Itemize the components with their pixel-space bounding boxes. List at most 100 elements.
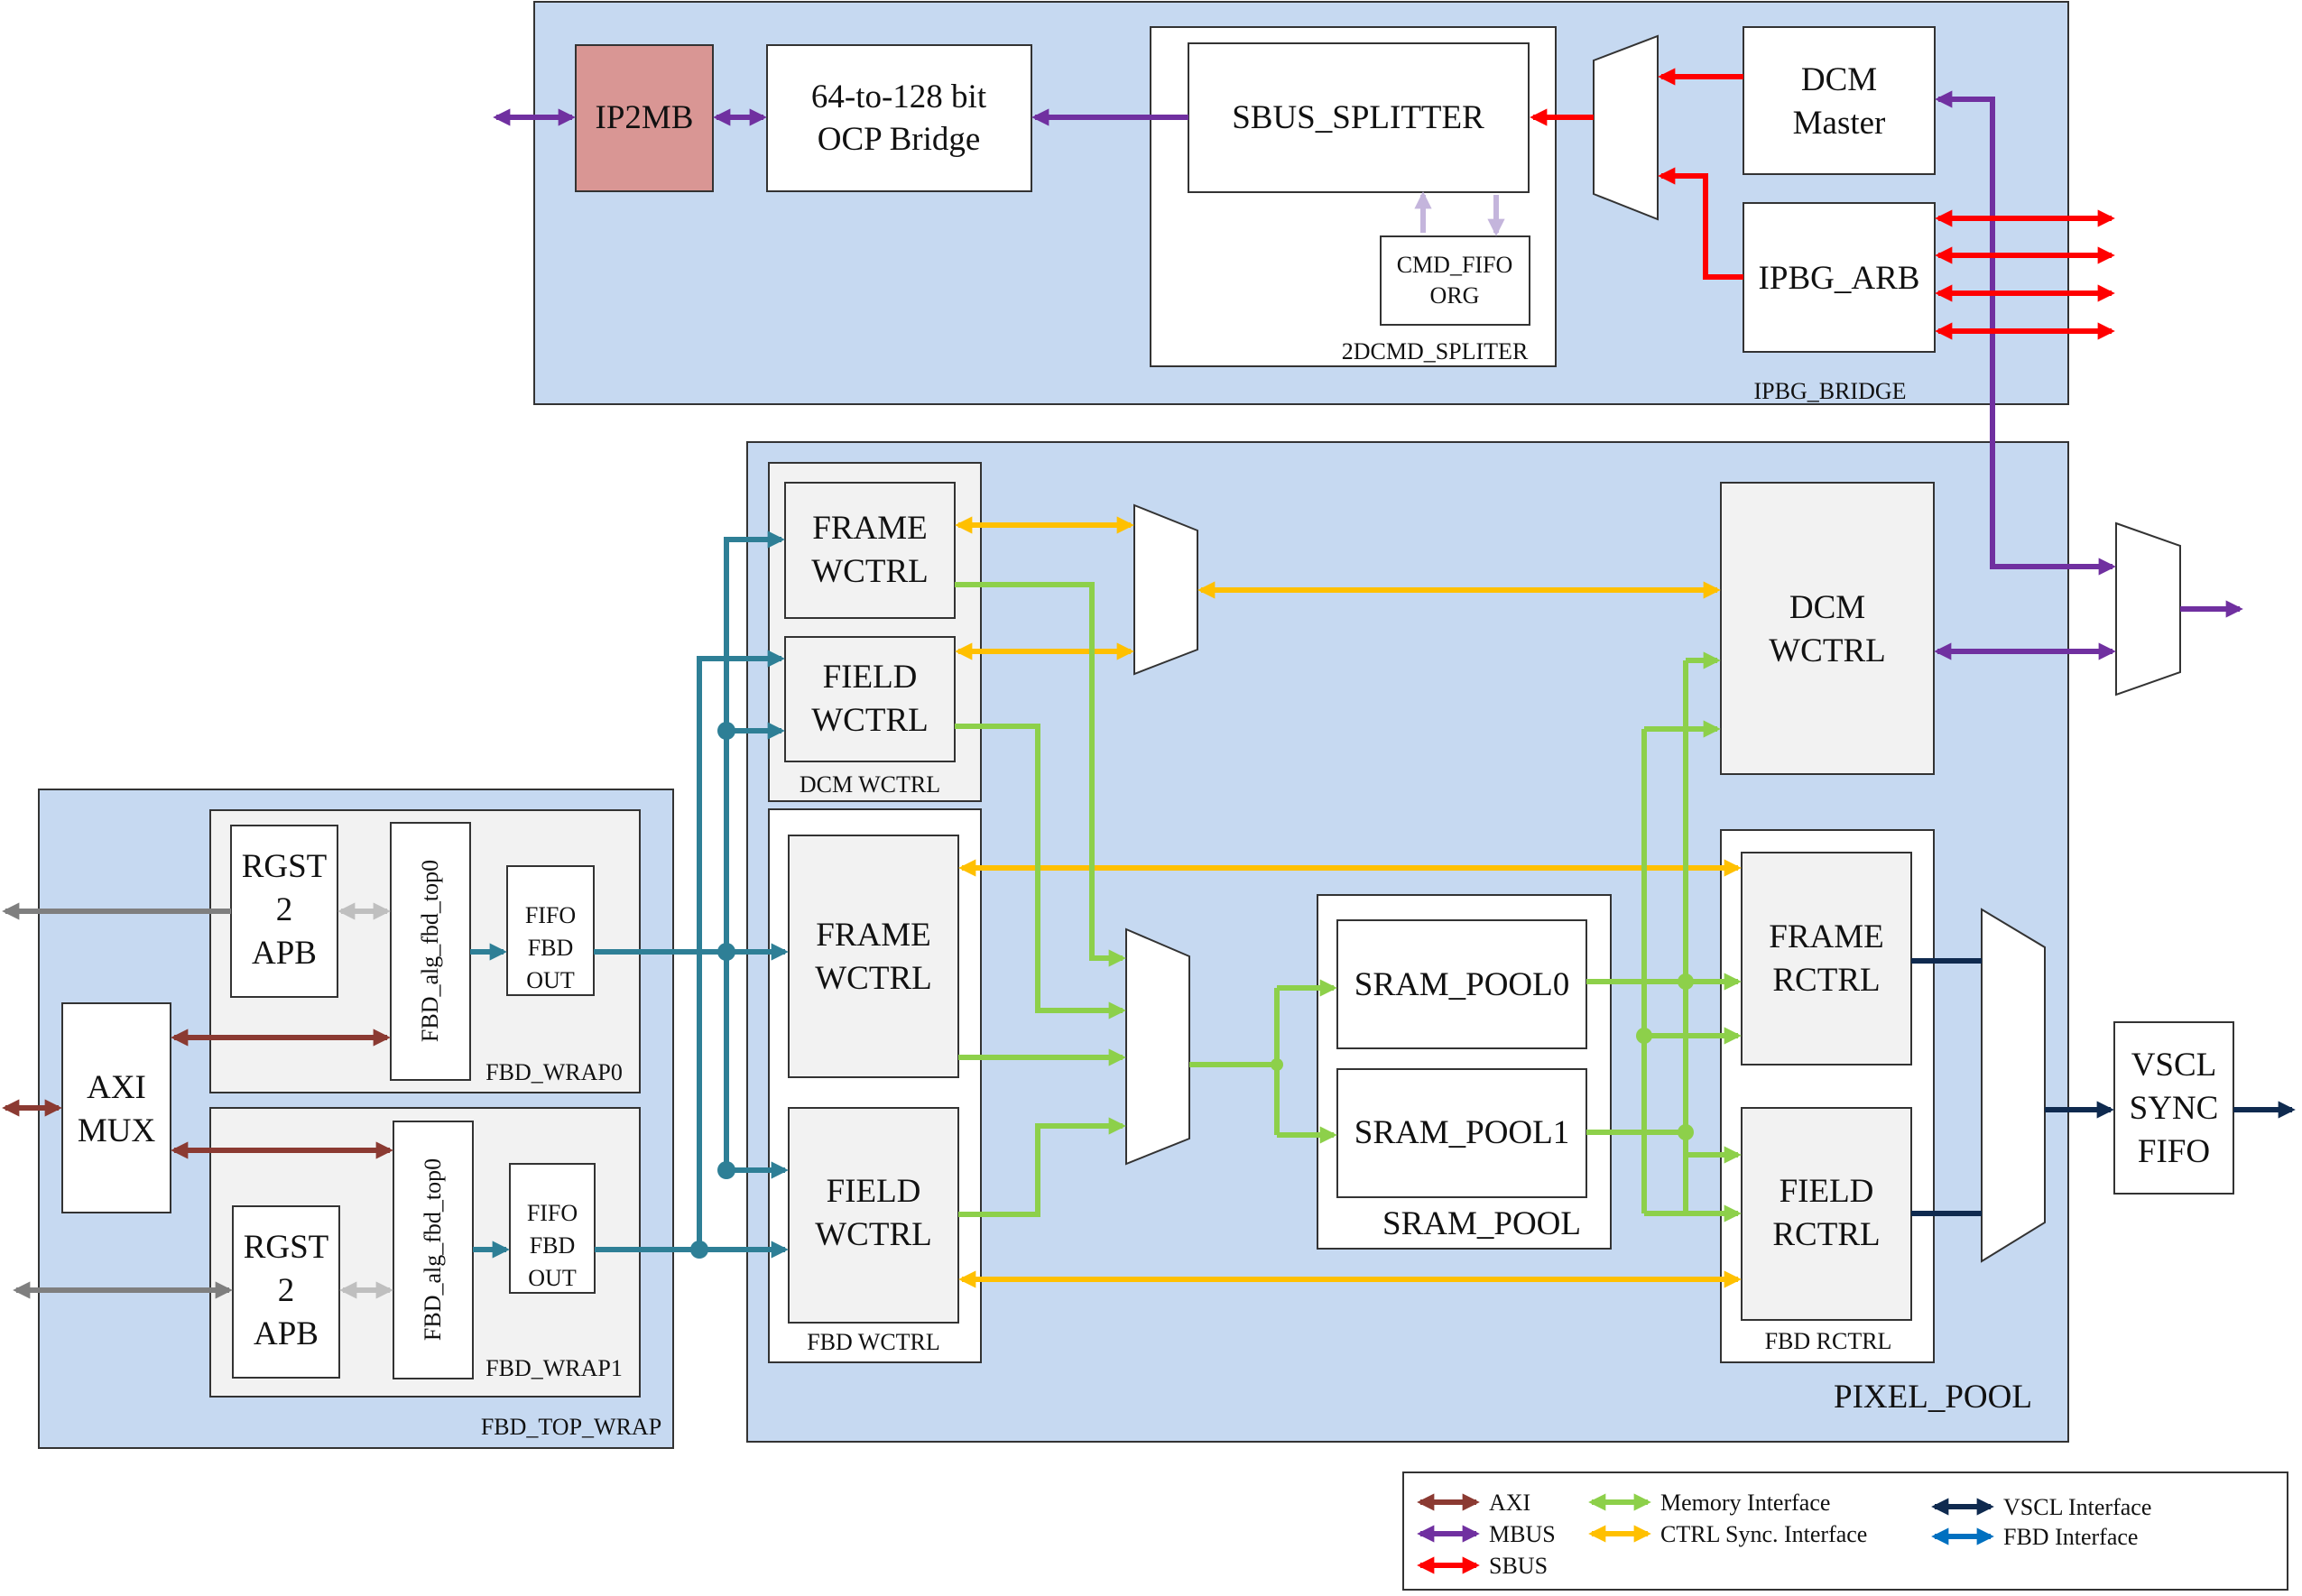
dcm-field-wctrl-block xyxy=(784,636,956,762)
ipbg-bridge-label: IPBG_BRIDGE xyxy=(1753,378,1906,404)
cmd-fifo-label-1: CMD_FIFO xyxy=(1397,252,1513,278)
fbd-field-wctrl-label-2: WCTRL xyxy=(815,1216,931,1253)
cmd-fifo-label-2: ORG xyxy=(1430,282,1480,309)
fbd-alg-1-label: FBD_alg_fbd_top0 xyxy=(420,1158,446,1341)
rgst2apb-0-label-3: APB xyxy=(252,935,317,972)
fifo-out-1-label-3: OUT xyxy=(528,1265,577,1291)
fbd-junction-2 xyxy=(717,943,735,961)
dcm-frame-wctrl-block xyxy=(784,482,956,619)
dcmd-spliter-label: 2DCMD_SPLITER xyxy=(1342,338,1529,364)
ipbg-arb-block xyxy=(1743,202,1936,353)
cmd-fifo-block xyxy=(1380,235,1530,326)
vscl-sync-fifo-label-2: SYNC xyxy=(2130,1090,2219,1127)
mem-junction-2 xyxy=(1678,1124,1694,1140)
fifo-out-0-label-2: FBD xyxy=(528,935,574,961)
fbd-bus-b xyxy=(697,650,785,1250)
ip2mb-label: IP2MB xyxy=(596,99,694,136)
ocp-bridge-block xyxy=(766,44,1032,192)
mem-junction-1 xyxy=(1678,973,1694,990)
sbus-mux xyxy=(1593,34,1659,221)
fifo-out-0-label-3: OUT xyxy=(526,967,575,993)
dcm-wctrl-label-1: DCM xyxy=(1789,589,1865,626)
fifo-out-1-block xyxy=(509,1163,596,1294)
dcm-master-block xyxy=(1743,26,1936,175)
mem-dcm-frame-mux xyxy=(955,582,1126,967)
fifo-out-0-label-1: FIFO xyxy=(525,902,576,928)
vscl-sync-fifo-block xyxy=(2113,1021,2234,1195)
ip2mb-block xyxy=(575,44,714,192)
rgst2apb-1-label-1: RGST xyxy=(244,1229,329,1266)
frame-rctrl-label-2: RCTRL xyxy=(1772,962,1880,999)
mem-junction-4 xyxy=(1271,1058,1283,1071)
rgst2apb-1-block xyxy=(232,1205,340,1379)
mem-junction-3 xyxy=(1636,1028,1652,1044)
axi-mux-label-1: AXI xyxy=(87,1069,146,1106)
fbd-wrap1-label: FBD_WRAP1 xyxy=(485,1355,623,1381)
dcm-master-label-1: DCM xyxy=(1801,61,1877,98)
fbd-junction-1 xyxy=(717,722,735,740)
mbus-mux xyxy=(2115,521,2181,697)
fbd-rctrl-group-label: FBD RCTRL xyxy=(1765,1328,1892,1354)
legend-label: AXI xyxy=(1489,1490,1530,1516)
dcm-frame-wctrl-label-1: FRAME xyxy=(812,510,927,547)
rgst2apb-1-label-2: 2 xyxy=(278,1272,295,1309)
dcm-wctrl-label-2: WCTRL xyxy=(1769,632,1885,669)
rgst2apb-1-label-3: APB xyxy=(254,1315,319,1352)
sram-pool0-label: SRAM_POOL0 xyxy=(1354,966,1570,1003)
dcm-field-wctrl-label-1: FIELD xyxy=(823,659,918,696)
fbd-frame-wctrl-block xyxy=(788,835,959,1078)
legend-label: CTRL Sync. Interface xyxy=(1660,1521,1867,1547)
legend-label: VSCL Interface xyxy=(2003,1494,2151,1520)
dcm-wctrl-group-label: DCM WCTRL xyxy=(800,771,940,798)
fbd-wrap0-label: FBD_WRAP0 xyxy=(485,1059,623,1085)
rgst2apb-0-label-1: RGST xyxy=(242,848,328,885)
output-mux xyxy=(1981,908,2046,1263)
fifo-out-0-block xyxy=(506,865,595,996)
fbd-alg-0-block xyxy=(390,822,471,1081)
legend-label: SBUS xyxy=(1489,1553,1548,1579)
dcm-field-wctrl-label-2: WCTRL xyxy=(811,702,928,739)
legend xyxy=(1402,1471,2288,1591)
pixel-pool-label: PIXEL_POOL xyxy=(1834,1379,2032,1416)
sbus-splitter-label: SBUS_SPLITTER xyxy=(1232,99,1484,136)
sbus-arb-mux xyxy=(1658,167,1743,280)
fbd-junction-4 xyxy=(690,1241,708,1259)
axi-mux-block xyxy=(61,1002,171,1213)
fifo-out-1-label-2: FBD xyxy=(530,1232,576,1259)
sram-pool1-block xyxy=(1336,1068,1587,1198)
fbd-wctrl-group-label: FBD WCTRL xyxy=(807,1329,940,1355)
vscl-sync-fifo-label-1: VSCL xyxy=(2131,1047,2217,1084)
fifo-out-1-label-1: FIFO xyxy=(527,1200,578,1226)
ipbg-arb-label: IPBG_ARB xyxy=(1759,260,1920,297)
fbd-top-wrap-label: FBD_TOP_WRAP xyxy=(481,1414,661,1440)
fbd-alg-0-label: FBD_alg_fbd_top0 xyxy=(417,860,443,1042)
mem-fbd-field-mux xyxy=(958,1117,1126,1217)
fbd-field-wctrl-block xyxy=(788,1107,959,1324)
frame-rctrl-block xyxy=(1741,852,1912,1066)
dcm-master-label-2: Master xyxy=(1793,105,1886,142)
sram-pool1-label: SRAM_POOL1 xyxy=(1354,1114,1570,1151)
fbd-frame-wctrl-label-2: WCTRL xyxy=(815,960,931,997)
fbd-field-wctrl-label-1: FIELD xyxy=(827,1173,921,1210)
sram-pool-label: SRAM_POOL xyxy=(1382,1205,1581,1242)
ctrl-mux xyxy=(1133,503,1198,676)
legend-label: FBD Interface xyxy=(2003,1524,2138,1550)
rgst2apb-0-label-2: 2 xyxy=(276,891,293,928)
mem-dcm-field-mux xyxy=(955,724,1126,1019)
field-rctrl-label-1: FIELD xyxy=(1780,1173,1874,1210)
axi-mux-label-2: MUX xyxy=(78,1112,156,1149)
sbus-splitter-block xyxy=(1188,42,1530,193)
dcm-wctrl-block xyxy=(1720,482,1935,775)
ocp-bridge-label-1: 64-to-128 bit xyxy=(811,78,987,115)
vscl-sync-fifo-label-3: FIFO xyxy=(2138,1133,2210,1170)
fbd-junction-3 xyxy=(717,1161,735,1179)
fbd-alg-1-block xyxy=(393,1121,474,1379)
field-rctrl-label-2: RCTRL xyxy=(1772,1216,1880,1253)
frame-rctrl-label-1: FRAME xyxy=(1769,918,1883,955)
legend-label: Memory Interface xyxy=(1660,1490,1830,1516)
legend-label: MBUS xyxy=(1489,1521,1556,1547)
mem-mux xyxy=(1125,927,1190,1166)
dcm-frame-wctrl-label-2: WCTRL xyxy=(811,553,928,590)
